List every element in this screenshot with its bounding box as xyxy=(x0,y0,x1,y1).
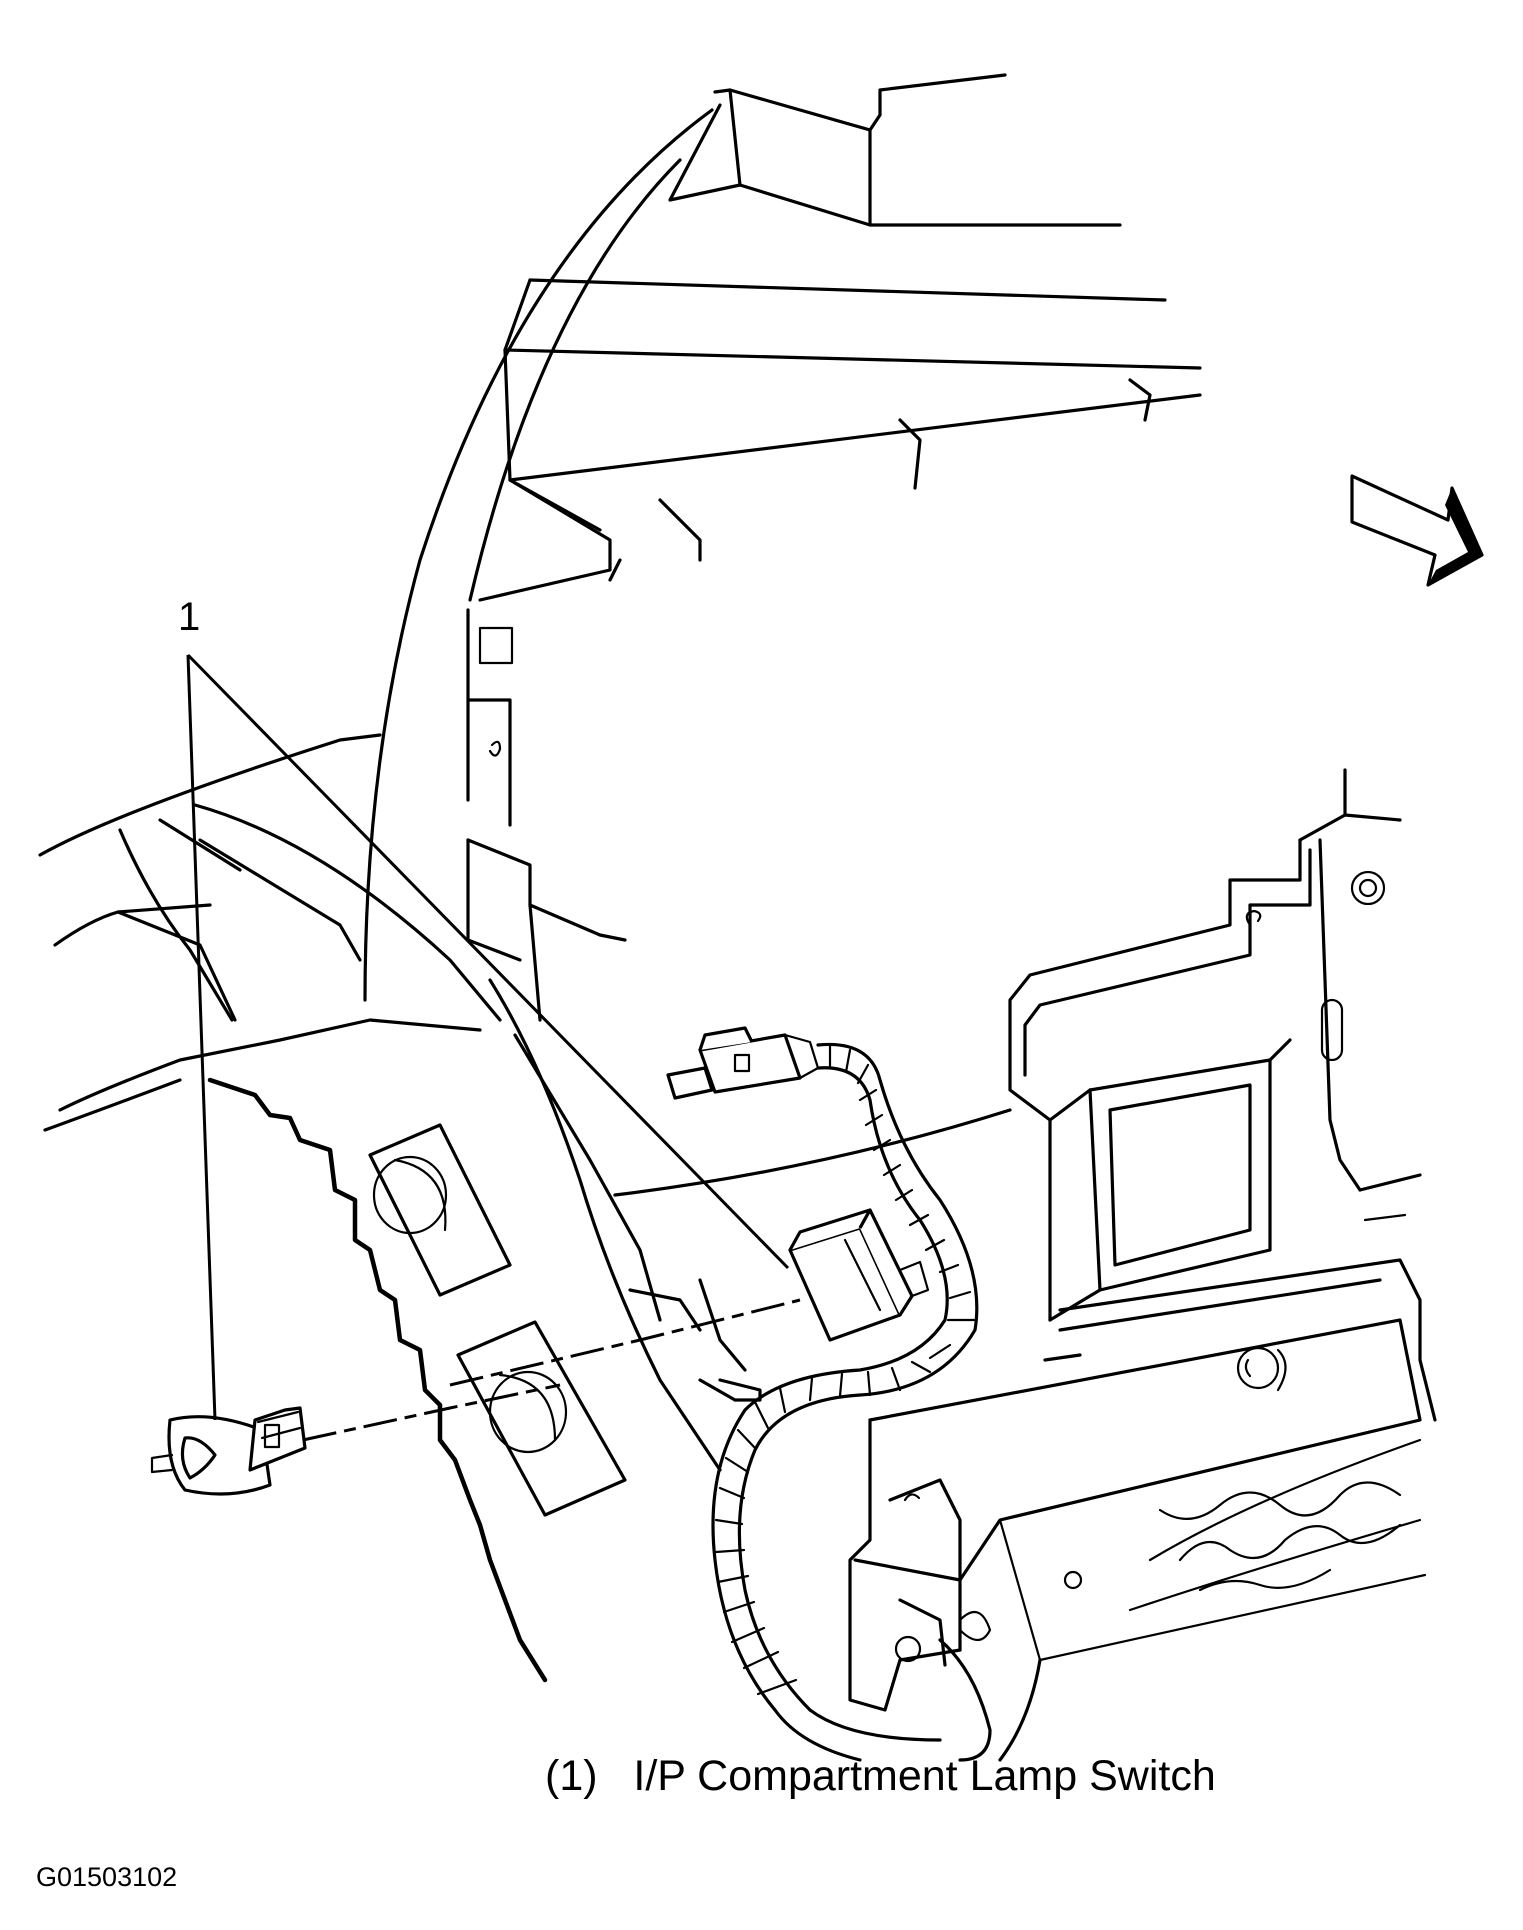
legend-item-number: (1) xyxy=(545,1752,598,1800)
ip-left-lower-trim xyxy=(38,733,502,1132)
ip-upper-carrier xyxy=(363,73,1202,1022)
switch-mounting-bracket xyxy=(207,978,762,1683)
legend-caption: (1) I/P Compartment Lamp Switch xyxy=(545,1752,1216,1801)
lower-support-bracket xyxy=(848,1318,1427,1762)
callout-number-1: 1 xyxy=(178,595,200,639)
view-direction-arrow-icon xyxy=(1350,474,1484,587)
compartment-lamp-switch xyxy=(150,1406,307,1496)
glove-box-frame xyxy=(613,768,1437,1422)
legend-item-label: I/P Compartment Lamp Switch xyxy=(633,1752,1216,1800)
installation-alignment-lines xyxy=(302,1298,801,1442)
callout-leader-lines xyxy=(186,653,790,1421)
figure-id: G01503102 xyxy=(36,1862,178,1892)
wire-harness xyxy=(666,1026,979,1762)
